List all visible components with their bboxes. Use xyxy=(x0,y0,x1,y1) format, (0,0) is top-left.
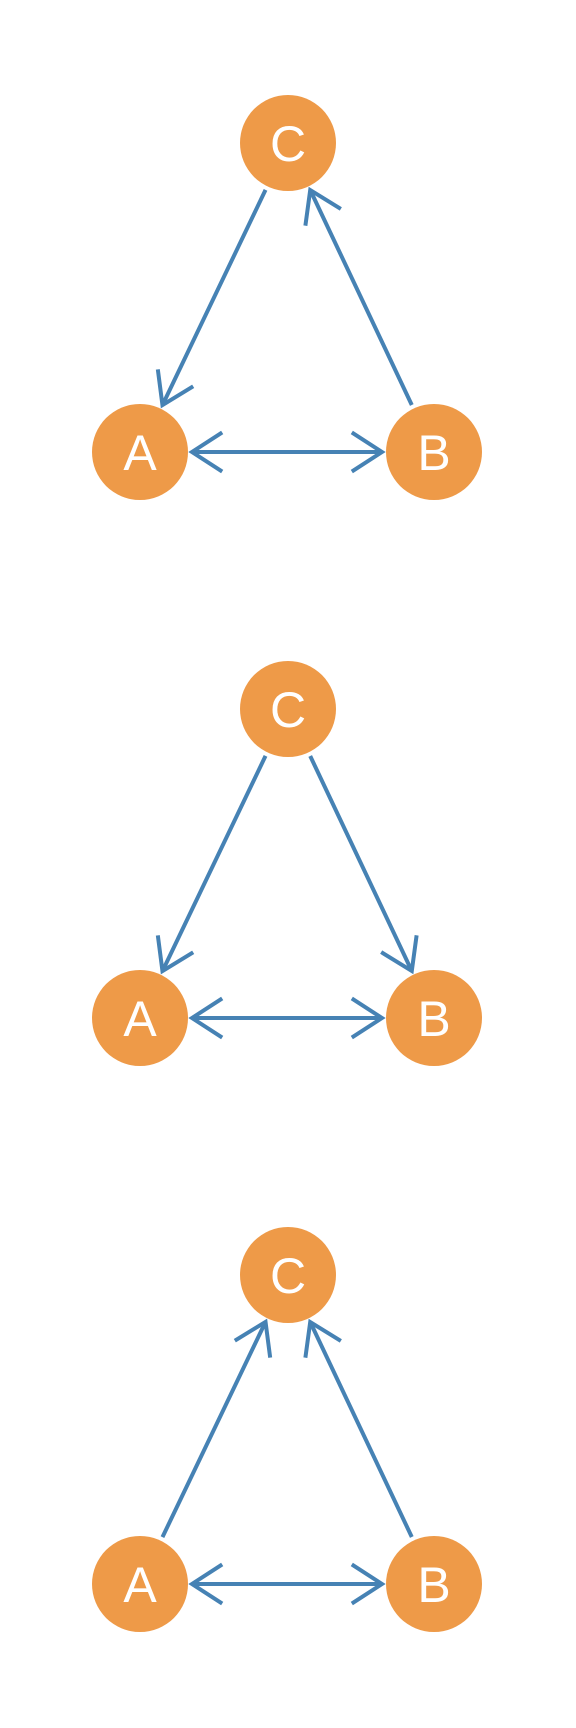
arrow-head-icon xyxy=(303,186,342,226)
arrow-head-icon xyxy=(155,935,195,975)
node-b: B xyxy=(386,404,482,500)
arrow-head-icon xyxy=(350,996,386,1040)
edge-b-c xyxy=(303,1318,414,1538)
node-c: C xyxy=(240,1227,336,1323)
arrow-head-icon xyxy=(188,996,224,1040)
node-c: C xyxy=(240,95,336,191)
node-label: A xyxy=(123,425,157,481)
edge-line xyxy=(160,1321,268,1538)
node-circle xyxy=(92,404,188,500)
edge-a-b xyxy=(188,430,386,474)
node-a: A xyxy=(92,404,188,500)
node-label: B xyxy=(417,1557,450,1613)
node-label: B xyxy=(417,425,450,481)
arrow-head-icon xyxy=(380,935,419,975)
diagram-3: A B C xyxy=(92,1227,482,1632)
node-circle xyxy=(240,661,336,757)
edge-line xyxy=(308,189,414,406)
edge-line xyxy=(308,755,414,972)
edge-c-b xyxy=(308,755,419,975)
arrow-head-icon xyxy=(350,1562,386,1606)
node-a: A xyxy=(92,1536,188,1632)
node-a: A xyxy=(92,970,188,1066)
node-label: A xyxy=(123,991,157,1047)
node-label: C xyxy=(270,116,306,172)
node-circle xyxy=(386,404,482,500)
node-circle xyxy=(240,1227,336,1323)
edge-a-b xyxy=(188,1562,386,1606)
node-b: B xyxy=(386,970,482,1066)
edge-c-a xyxy=(155,189,268,409)
edge-a-c xyxy=(160,1318,273,1538)
node-label: C xyxy=(270,682,306,738)
edge-a-b xyxy=(188,996,386,1040)
diagram-1: A B C xyxy=(92,95,482,500)
node-c: C xyxy=(240,661,336,757)
node-b: B xyxy=(386,1536,482,1632)
node-label: B xyxy=(417,991,450,1047)
node-label: C xyxy=(270,1248,306,1304)
arrow-head-icon xyxy=(233,1318,273,1358)
edge-line xyxy=(308,1321,414,1538)
arrow-head-icon xyxy=(188,430,224,474)
diagram-2: A B C xyxy=(92,661,482,1066)
node-circle xyxy=(386,970,482,1066)
edge-line xyxy=(160,755,268,972)
edge-c-a xyxy=(155,755,268,975)
arrow-head-icon xyxy=(155,369,195,409)
node-circle xyxy=(92,970,188,1066)
node-label: A xyxy=(123,1557,157,1613)
node-circle xyxy=(92,1536,188,1632)
arrow-head-icon xyxy=(188,1562,224,1606)
node-circle xyxy=(386,1536,482,1632)
arrow-head-icon xyxy=(303,1318,342,1358)
edge-line xyxy=(160,189,268,406)
edge-b-c xyxy=(303,186,414,406)
arrow-head-icon xyxy=(350,430,386,474)
node-circle xyxy=(240,95,336,191)
